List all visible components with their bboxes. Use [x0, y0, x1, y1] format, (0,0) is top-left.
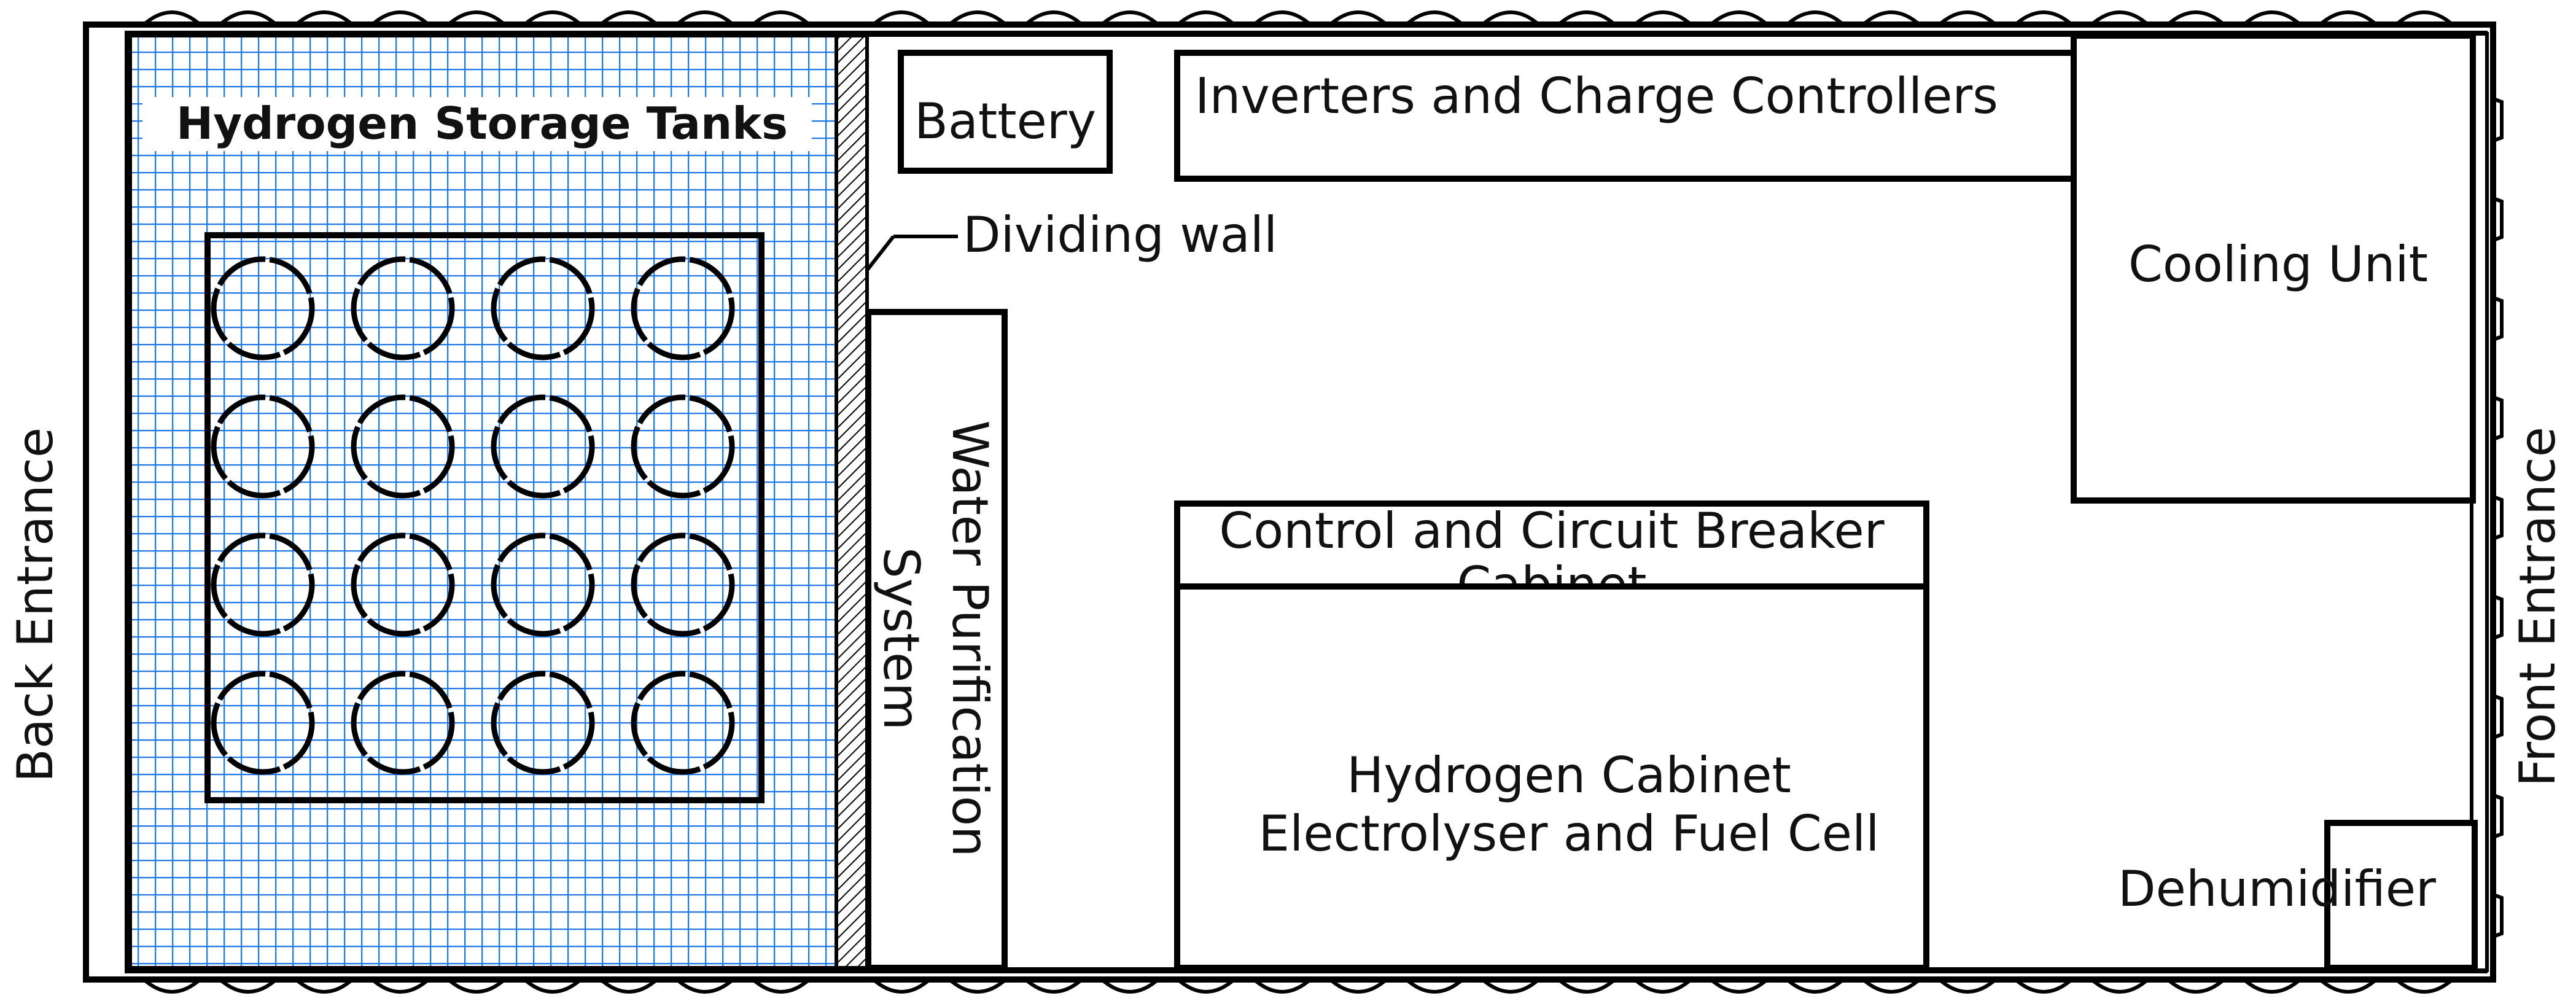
water-purification-box — [865, 309, 1008, 971]
hydrogen-tank-array — [211, 256, 735, 775]
hydrogen-cabinet-label-line2: Electrolyser and Fuel Cell — [1259, 805, 1880, 862]
tank-rack-frame — [204, 232, 765, 803]
cooling-unit-label: Cooling Unit — [2128, 236, 2428, 293]
hydrogen-tank — [351, 256, 455, 360]
hydrogen-tank — [491, 394, 595, 499]
hydrogen-storage-label: Hydrogen Storage Tanks — [176, 98, 788, 149]
battery-box — [898, 50, 1113, 174]
hydrogen-tank — [211, 394, 315, 499]
water-purification-label-line1: Water Purification — [941, 420, 998, 857]
hydrogen-storage-area — [128, 34, 838, 970]
hydrogen-cabinet-label-line1: Hydrogen Cabinet — [1347, 747, 1791, 804]
hydrogen-tank — [211, 671, 315, 775]
hydrogen-tank — [491, 671, 595, 775]
hydrogen-tank — [211, 256, 315, 360]
battery-label: Battery — [914, 93, 1096, 150]
cooling-unit-box — [2071, 33, 2476, 504]
hydrogen-storage-label-bg — [142, 97, 812, 151]
hydrogen-tank — [351, 394, 455, 499]
dehumidifier-label: Dehumidifier — [2118, 860, 2436, 917]
hydrogen-tank — [491, 532, 595, 637]
inverters-label: Inverters and Charge Controllers — [1195, 68, 1998, 125]
dividing-wall-label: Dividing wall — [963, 206, 1277, 263]
dehumidifier-box — [2324, 820, 2478, 971]
dividing-wall-leader — [865, 235, 958, 271]
back-entrance-label: Back Entrance — [7, 427, 64, 782]
front-entrance-label: Front Entrance — [2509, 427, 2566, 787]
dividing-wall — [835, 34, 869, 970]
hydrogen-cabinet-box — [1174, 583, 1929, 971]
hydrogen-tank — [631, 256, 735, 360]
hydrogen-tank — [631, 394, 735, 499]
control-cabinet-label-line1: Control and Circuit Breaker — [1219, 502, 1884, 559]
hydrogen-tank — [351, 671, 455, 775]
hydrogen-tank — [491, 256, 595, 360]
hydrogen-tank — [631, 671, 735, 775]
hydrogen-tank — [211, 532, 315, 637]
hydrogen-tank — [351, 532, 455, 637]
control-cabinet-box — [1174, 500, 1929, 590]
hydrogen-tank — [631, 532, 735, 637]
water-purification-label-line2: System — [873, 547, 930, 730]
